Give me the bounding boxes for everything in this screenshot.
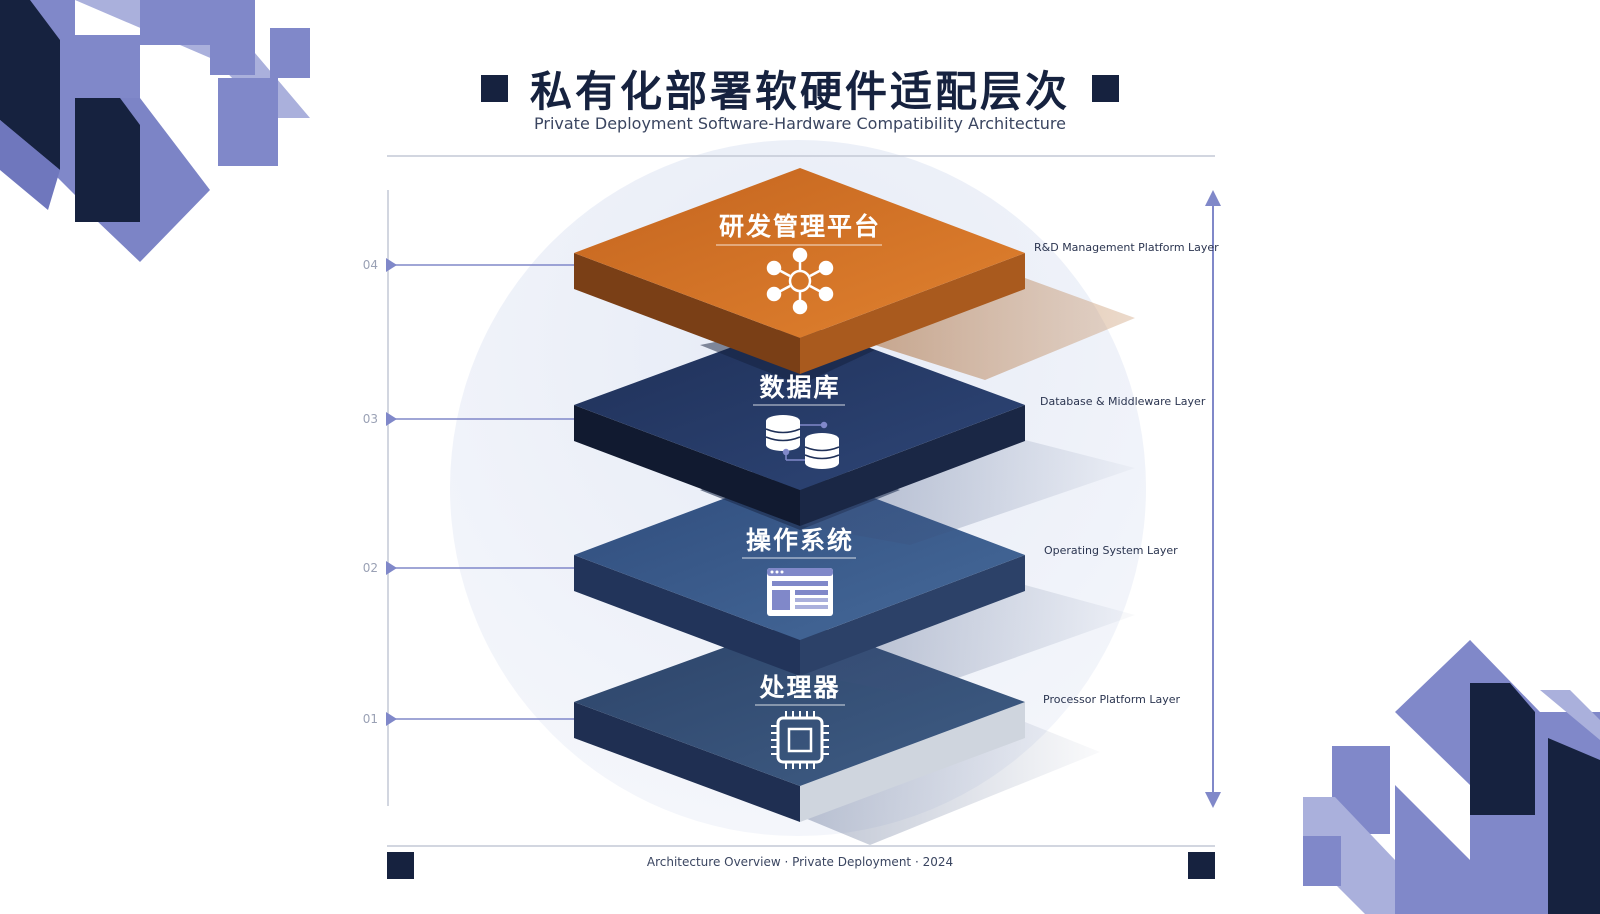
layer-label-04: R&D Management Platform Layer <box>1034 241 1219 254</box>
level-number-04: 04 <box>362 258 378 272</box>
title-square-right <box>1092 74 1119 102</box>
page-subtitle: Private Deployment Software-Hardware Com… <box>534 114 1066 133</box>
footer-square-right <box>1188 852 1215 879</box>
level-number-01: 01 <box>362 712 378 726</box>
cpu-chip-icon <box>771 711 829 769</box>
footer-square-left <box>387 852 414 879</box>
level-connectors <box>386 258 574 726</box>
level-number-02: 02 <box>362 561 378 575</box>
layer-slab-03 <box>574 322 1135 545</box>
title-row: 私有化部署软硬件适配层次 <box>0 60 1600 116</box>
layer-label-03: Database & Middleware Layer <box>1040 395 1206 408</box>
decor-top-left <box>0 0 310 262</box>
layer-label-02: Operating System Layer <box>1044 544 1178 557</box>
decor-bottom-right <box>1303 640 1600 914</box>
title-square-left <box>480 74 508 102</box>
window-app-icon <box>767 568 833 616</box>
layer-title-01: 处理器 <box>759 673 841 702</box>
layer-title-02: 操作系统 <box>745 526 854 555</box>
network-nodes-icon <box>766 247 834 315</box>
connector-marker-02 <box>386 561 397 575</box>
layer-title-03: 数据库 <box>759 373 841 402</box>
layer-label-01: Processor Platform Layer <box>1043 693 1181 706</box>
database-icon <box>765 415 840 469</box>
footer-text: Architecture Overview · Private Deployme… <box>646 855 954 869</box>
connector-marker-04 <box>386 258 397 272</box>
level-number-03: 03 <box>362 412 378 426</box>
page-title: 私有化部署软硬件适配层次 <box>529 66 1070 116</box>
connector-marker-03 <box>386 412 397 426</box>
connector-marker-01 <box>386 712 397 726</box>
layer-title-04: 研发管理平台 <box>718 212 881 241</box>
